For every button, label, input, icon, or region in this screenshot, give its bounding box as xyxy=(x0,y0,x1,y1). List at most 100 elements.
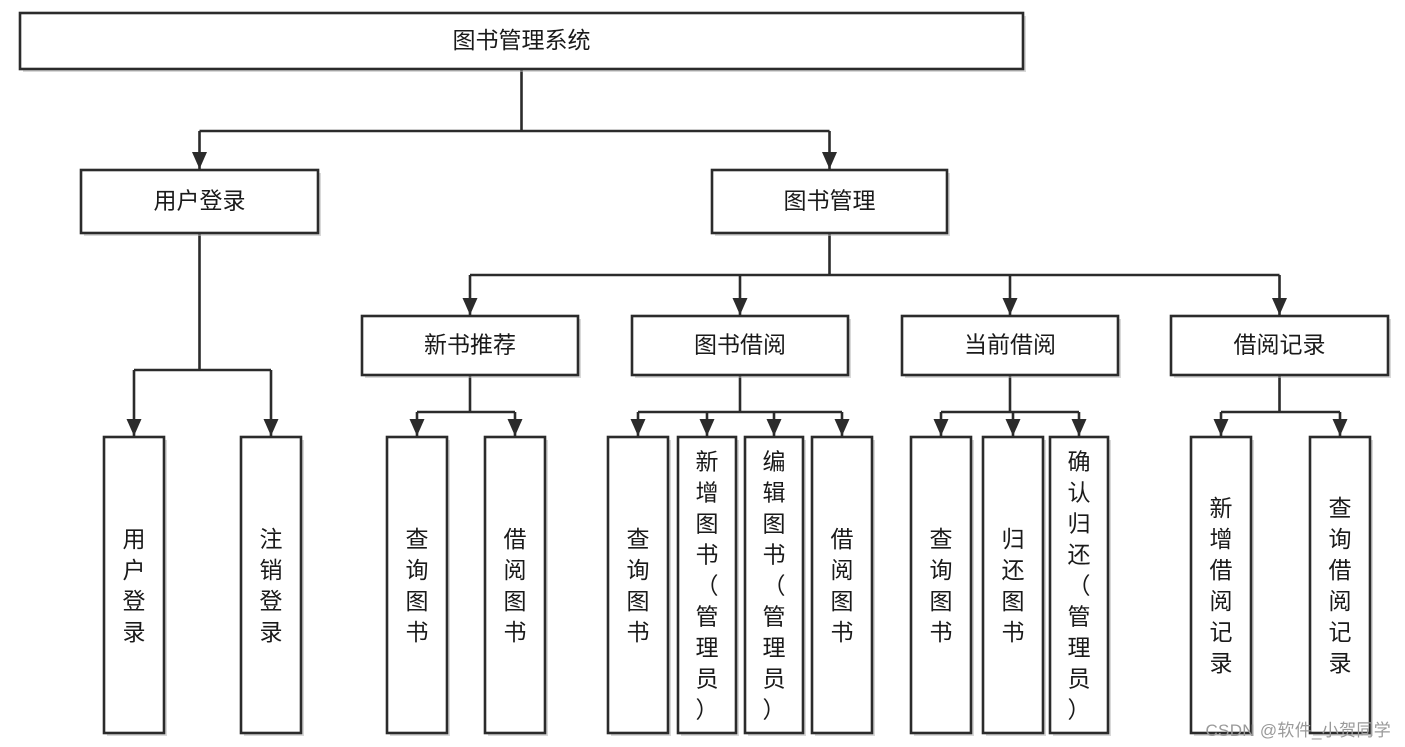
node-label-char: 用 xyxy=(123,526,146,552)
node-box xyxy=(483,435,547,735)
node-box xyxy=(909,435,973,735)
node-user-login[interactable]: 用户登录 xyxy=(79,168,321,236)
node-label-char: 书 xyxy=(627,619,650,645)
node-label-char: 归 xyxy=(1068,511,1091,537)
node-box xyxy=(239,435,303,735)
node-current-borrow[interactable]: 当前借阅 xyxy=(900,314,1121,378)
node-label-char: 书 xyxy=(696,542,719,568)
arrow-head xyxy=(630,419,646,436)
node-box xyxy=(360,314,580,377)
node-label-char: 归 xyxy=(1002,526,1025,552)
node-label-char: 确 xyxy=(1068,449,1091,475)
node-box xyxy=(18,11,1025,71)
node-box xyxy=(1169,314,1390,377)
node-label-char: 图 xyxy=(504,588,527,614)
node-box xyxy=(1048,435,1110,735)
node-label-char: 还 xyxy=(1002,557,1025,583)
arrow-head xyxy=(1002,298,1018,315)
arrow-head xyxy=(834,419,850,436)
arrow-head xyxy=(1213,419,1229,436)
node-label-char: （ xyxy=(763,573,786,599)
node-new-book-recommend[interactable]: 新书推荐 xyxy=(360,314,581,378)
node-layer: 图书管理系统用户登录图书管理新书推荐图书借阅当前借阅借阅记录用户登录注销登录查询… xyxy=(18,11,1391,736)
node-label-char: 理 xyxy=(696,635,719,661)
node-label-char: 登 xyxy=(123,588,146,614)
node-label-char: 阅 xyxy=(831,557,854,583)
arrow-head xyxy=(507,419,523,436)
node-label: 用户登录 xyxy=(154,188,246,214)
node-book-management[interactable]: 图书管理 xyxy=(710,168,950,236)
node-label-char: 书 xyxy=(406,619,429,645)
node-label-char: ） xyxy=(763,697,786,723)
node-label-char: 借 xyxy=(504,526,527,552)
arrow-head xyxy=(732,298,748,315)
arrow-head xyxy=(933,419,949,436)
node-box xyxy=(810,435,874,735)
node-label-char: 书 xyxy=(831,619,854,645)
connector-layer xyxy=(126,69,1348,436)
node-label-char: 询 xyxy=(930,557,953,583)
node-book-borrow[interactable]: 图书借阅 xyxy=(630,314,851,378)
node-label: 新书推荐 xyxy=(424,332,516,358)
arrow-head xyxy=(1272,298,1287,315)
node-label-char: 注 xyxy=(260,526,283,552)
node-label-char: 书 xyxy=(763,542,786,568)
arrow-head xyxy=(1332,419,1348,436)
node-box xyxy=(630,314,850,377)
node-box xyxy=(102,435,166,735)
node-box xyxy=(981,435,1045,735)
node-box xyxy=(79,168,320,235)
node-label-char: 增 xyxy=(696,480,719,506)
node-root[interactable]: 图书管理系统 xyxy=(18,11,1026,72)
node-label-char: ） xyxy=(696,697,719,723)
node-label-char: 记 xyxy=(1329,619,1352,645)
node-label-char: 查 xyxy=(627,526,650,552)
node-box xyxy=(743,435,805,735)
node-label-char: 图 xyxy=(627,588,650,614)
node-label-char: 管 xyxy=(763,604,786,630)
node-box xyxy=(710,168,949,235)
node-label-char: 录 xyxy=(123,619,146,645)
node-label: 借阅记录 xyxy=(1234,332,1326,358)
node-label-char: 管 xyxy=(696,604,719,630)
node-label-char: 查 xyxy=(930,526,953,552)
node-label-char: 理 xyxy=(1068,635,1091,661)
node-label: 图书管理系统 xyxy=(453,27,591,53)
node-label-char: （ xyxy=(1068,573,1091,599)
node-label-char: 借 xyxy=(1210,557,1233,583)
node-label-char: 查 xyxy=(406,526,429,552)
node-label-char: 认 xyxy=(1068,480,1091,506)
node-label-char: ） xyxy=(1068,697,1091,723)
node-box xyxy=(606,435,670,735)
node-label-char: 录 xyxy=(1329,650,1352,676)
node-label-char: 记 xyxy=(1210,619,1233,645)
node-label-char: 询 xyxy=(627,557,650,583)
node-label-char: 增 xyxy=(1210,526,1233,552)
node-user-login-leaf[interactable]: 用户登录 xyxy=(102,435,167,736)
node-label-char: 借 xyxy=(831,526,854,552)
node-label-char: 登 xyxy=(260,588,283,614)
node-borrow-record[interactable]: 借阅记录 xyxy=(1169,314,1391,378)
node-label-char: 询 xyxy=(1329,526,1352,552)
node-label-char: 阅 xyxy=(1329,588,1352,614)
arrow-head xyxy=(1071,419,1087,436)
node-label-char: 阅 xyxy=(1210,588,1233,614)
node-label-char: 销 xyxy=(260,557,283,583)
arrow-head xyxy=(766,419,782,436)
node-label-char: 图 xyxy=(930,588,953,614)
node-label-char: 阅 xyxy=(504,557,527,583)
